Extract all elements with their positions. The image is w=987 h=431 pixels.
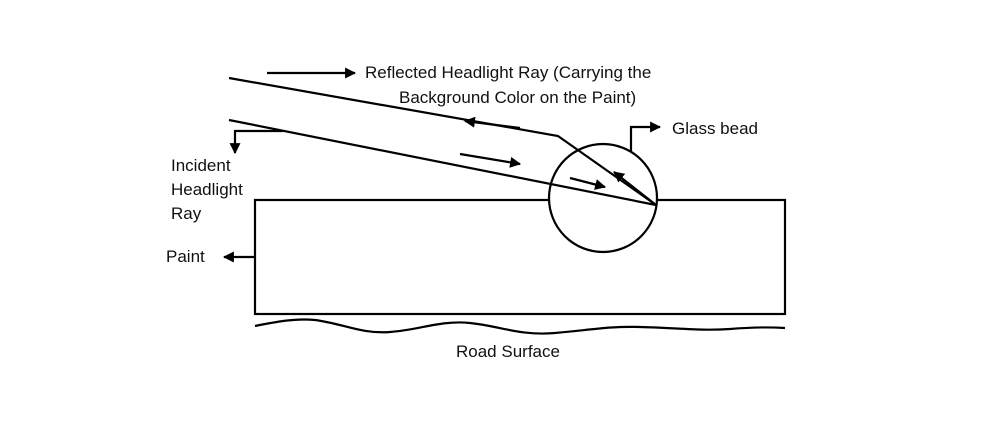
incident-ray: [228, 118, 657, 207]
incident-ray-arrow-outside: [459, 152, 522, 168]
road-surface-label: Road Surface: [456, 342, 560, 361]
incident-ray-label-line3: Ray: [171, 204, 202, 223]
incident-ray-arrow-inside: [569, 176, 607, 190]
glass-bead-pointer: [629, 121, 662, 152]
incident-ray-label-line2: Headlight: [171, 180, 243, 199]
reflected-ray-arrow-inside: [613, 171, 657, 206]
paint-layer: [253, 198, 787, 316]
glass-bead-label: Glass bead: [672, 119, 758, 138]
reflected-ray-arrow-outside: [463, 116, 521, 130]
reflected-ray-label-line1: Reflected Headlight Ray (Carrying the: [365, 63, 652, 82]
road-surface-line: [254, 318, 786, 335]
glass-bead: [547, 142, 659, 254]
reflected-ray-label-line2: Background Color on the Paint): [399, 88, 637, 107]
incident-label-pointer: [229, 129, 283, 155]
incident-ray-label-line1: Incident: [171, 156, 231, 175]
paint-label: Paint: [166, 247, 205, 266]
